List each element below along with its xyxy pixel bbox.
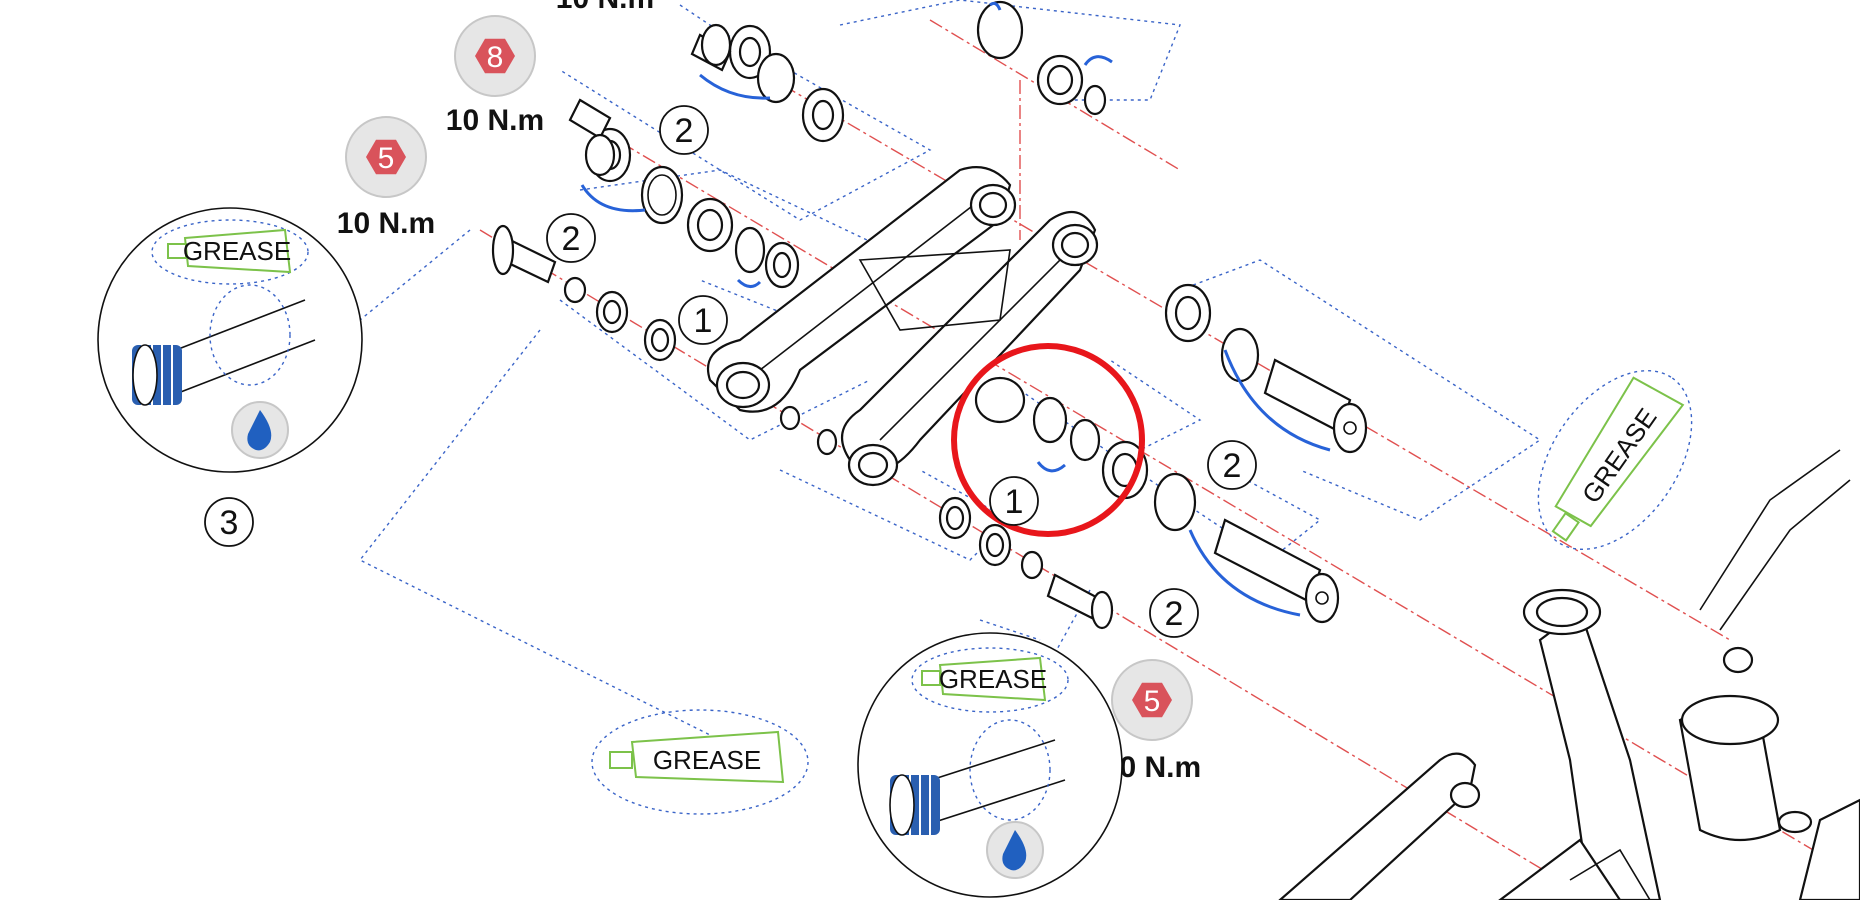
- step-marker: 3: [204, 497, 254, 547]
- bike-frame: [1278, 449, 1860, 900]
- grease-tube-icon: [167, 228, 292, 274]
- highlight-circle: [951, 343, 1145, 537]
- grease-tube-icon: [609, 730, 785, 784]
- step-number: 3: [220, 504, 239, 542]
- step-number: 2: [1165, 595, 1184, 633]
- step-number: 1: [694, 302, 713, 340]
- grease-label: GREASE: [939, 664, 1047, 694]
- bearings-and-bushings: [563, 0, 1260, 580]
- tool-size-label: 5: [378, 142, 395, 175]
- step-marker: 2: [546, 213, 596, 263]
- step-number: 1: [1005, 483, 1024, 521]
- grease-callout-bottom: GREASE: [591, 709, 809, 815]
- thread-coils: [132, 344, 182, 406]
- grease-callout-right: GREASE: [1537, 369, 1693, 551]
- step-marker: 1: [989, 476, 1039, 526]
- hex-key-icon: [1132, 682, 1172, 718]
- torque-callout-5-upper: 5 10 N.m: [337, 116, 435, 240]
- hex-key-icon: [475, 38, 515, 74]
- tool-size-label: 5: [1144, 685, 1161, 718]
- threadlock-drop-icon: [247, 410, 272, 451]
- step-marker: 2: [659, 105, 709, 155]
- step-marker: 2: [1149, 588, 1199, 638]
- step-marker: 1: [678, 295, 728, 345]
- grease-tube-icon: [921, 656, 1047, 702]
- rotate-arrow-icons: [580, 1, 1331, 617]
- step-markers: 2 2 1 1 2 2 3: [204, 105, 1257, 638]
- torque-value: 10 N.m: [337, 207, 435, 240]
- threadlock-drop-icon: [1002, 830, 1027, 871]
- rocker-link: [706, 166, 1099, 487]
- step-marker: 2: [1207, 440, 1257, 490]
- threadlock-detail-bottom: GREASE: [857, 632, 1123, 898]
- tool-size-label: 8: [487, 41, 504, 74]
- torque-callout-8: 8 10 N.m: [446, 15, 544, 137]
- cut-torque-label: 10 N.m: [556, 0, 654, 15]
- step-number: 2: [562, 220, 581, 258]
- step-number: 2: [1223, 447, 1242, 485]
- torque-value: 10 N.m: [446, 104, 544, 137]
- step-number: 2: [675, 112, 694, 150]
- axle-bolts: [491, 23, 1368, 630]
- grease-label: GREASE: [183, 236, 291, 266]
- threadlock-detail-left: GREASE: [97, 207, 363, 473]
- hex-key-icon: [366, 139, 406, 175]
- grease-label: GREASE: [653, 745, 761, 775]
- thread-coils: [889, 774, 940, 836]
- grease-tube-icon: [1551, 376, 1685, 542]
